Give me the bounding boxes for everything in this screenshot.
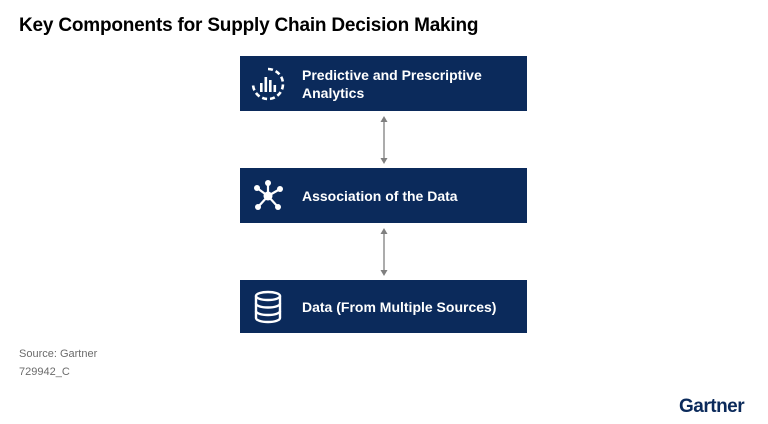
gartner-logo: Gartner xyxy=(679,396,745,417)
analytics-gauge-icon xyxy=(250,66,286,102)
network-nodes-icon xyxy=(250,178,286,214)
component-association-of-data: Association of the Data xyxy=(240,168,527,223)
component-label: Association of the Data xyxy=(302,187,458,204)
component-label-line-1: Predictive and Prescriptive xyxy=(302,66,482,83)
document-id: 729942_C xyxy=(19,366,70,378)
bidirectional-arrow-top xyxy=(377,116,391,164)
database-icon xyxy=(250,289,286,325)
component-label: Data (From Multiple Sources) xyxy=(302,298,497,315)
source-note: Source: Gartner xyxy=(19,348,98,360)
component-predictive-analytics: Predictive and Prescriptive Analytics xyxy=(240,56,527,111)
component-label-line-2: Analytics xyxy=(302,84,365,101)
component-label: Predictive and Prescriptive Analytics xyxy=(302,66,482,102)
page-title: Key Components for Supply Chain Decision… xyxy=(19,15,479,36)
bidirectional-arrow-bottom xyxy=(377,228,391,276)
component-data-sources: Data (From Multiple Sources) xyxy=(240,280,527,333)
